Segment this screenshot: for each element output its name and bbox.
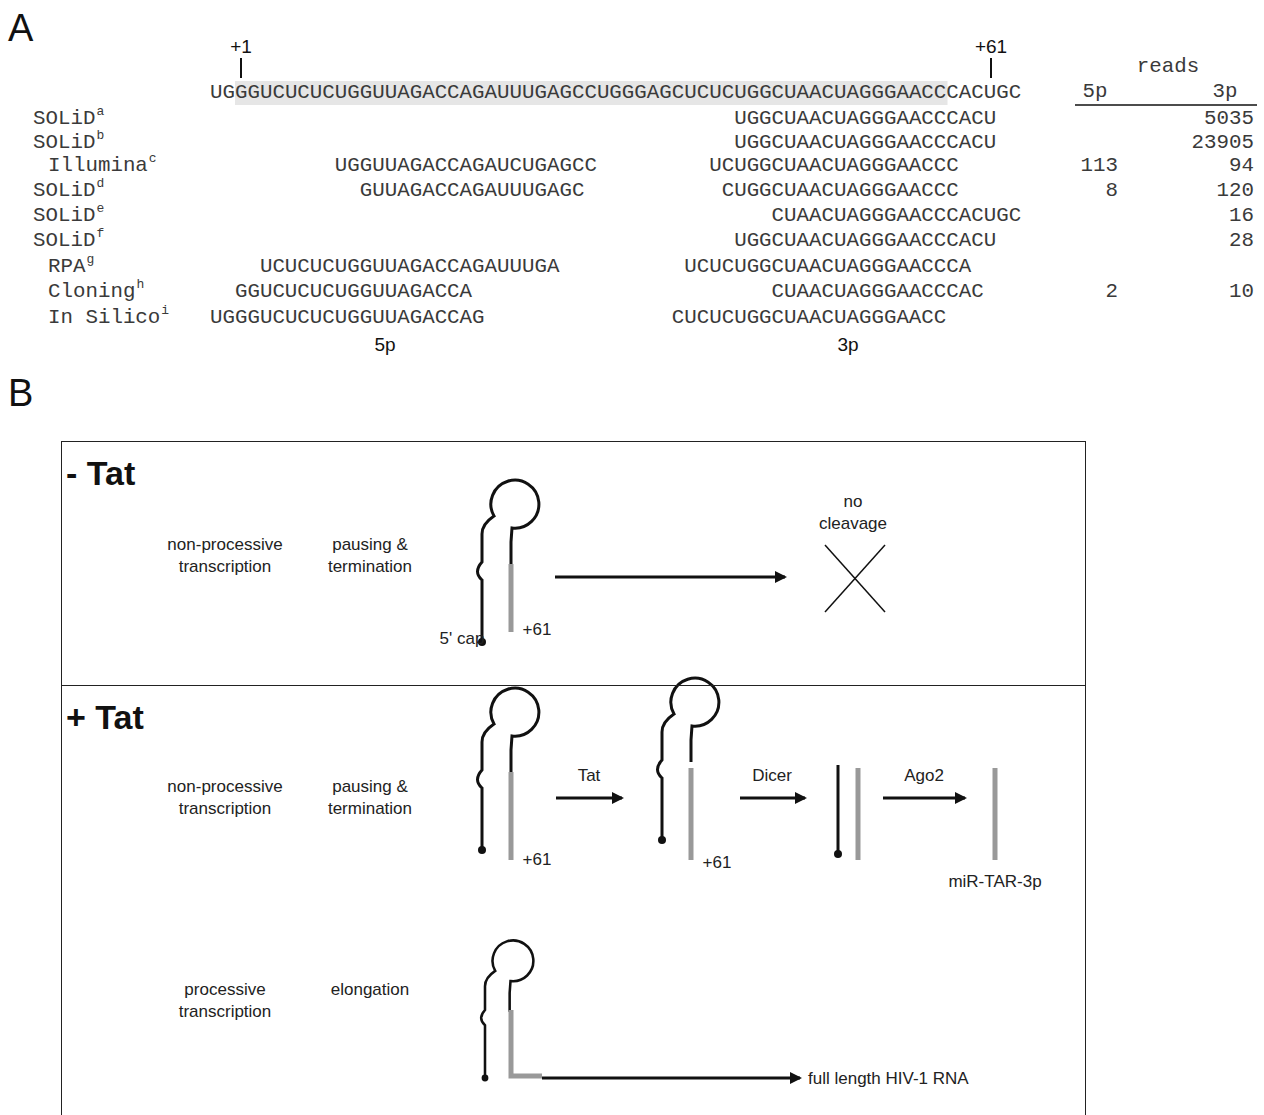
footnote-mark: c xyxy=(149,152,157,166)
read-sequence: UGGCUAACUAGGGAACCCACU xyxy=(734,131,996,155)
position-marker: +1 xyxy=(230,36,252,58)
read-count: 10 xyxy=(1229,280,1254,304)
step-label: pausing & termination xyxy=(315,776,425,820)
row-name: SOLiD xyxy=(33,131,95,155)
position-marker: +61 xyxy=(975,36,1007,58)
read-sequence: UCUGGCUAACUAGGGAACCC xyxy=(709,154,959,178)
read-sequence: GGUCUCUCUGGUUAGACCA xyxy=(235,280,472,304)
row-name: Illumina xyxy=(48,154,148,178)
arrow xyxy=(556,797,622,800)
footnote-mark: e xyxy=(96,202,104,216)
read-count: 94 xyxy=(1229,154,1254,178)
footnote-mark: i xyxy=(161,304,169,318)
read-sequence: UCUCUCUGGUUAGACCAGAUUUGA xyxy=(260,255,560,279)
hairpin xyxy=(481,940,533,1081)
read-count: 120 xyxy=(1217,179,1254,203)
arrow xyxy=(883,797,965,800)
arrow-label: Tat xyxy=(578,765,601,787)
step-label: non-processive transcription xyxy=(150,534,300,578)
product-label: full length HIV-1 RNA xyxy=(808,1068,969,1090)
panel-box: + Tat xyxy=(61,685,1086,1115)
arrow xyxy=(555,576,785,579)
black-strand xyxy=(837,765,840,852)
row-name: RPA xyxy=(48,255,85,279)
read-sequence: CUCUCUGGCUAACUAGGGAACC xyxy=(672,306,947,330)
column-header: 5p xyxy=(1083,80,1108,104)
read-sequence: CUGGCUAACUAGGGAACCC xyxy=(722,179,959,203)
position-label: +61 xyxy=(703,852,732,874)
step-label: pausing & termination xyxy=(315,534,425,578)
row-name: In Silico xyxy=(48,306,160,330)
footnote-mark: f xyxy=(96,227,104,241)
read-count: 2 xyxy=(1106,280,1118,304)
grey-strand xyxy=(856,768,861,860)
arm-label: 5p xyxy=(374,334,395,356)
read-sequence: CUAACUAGGGAACCCACUGC xyxy=(772,204,1022,228)
footnote-mark: h xyxy=(136,278,144,292)
cap-dot xyxy=(834,850,842,858)
row-name: SOLiD xyxy=(33,107,95,131)
cross xyxy=(825,545,885,612)
header-rule xyxy=(1075,104,1257,106)
position-label: +61 xyxy=(523,849,552,871)
read-sequence: UGGCUAACUAGGGAACCCACU xyxy=(734,107,996,131)
read-count: 5035 xyxy=(1204,107,1254,131)
column-header: 3p xyxy=(1213,80,1238,104)
footnote-mark: d xyxy=(96,177,104,191)
arrow xyxy=(542,1077,800,1080)
panel-heading: - Tat xyxy=(66,454,135,493)
read-sequence: UGGGUCUCUCUGGUUAGACCAG xyxy=(210,306,485,330)
read-count: 23905 xyxy=(1192,131,1254,155)
hairpin xyxy=(478,688,539,854)
cross xyxy=(825,545,885,612)
arrow-label: Ago2 xyxy=(904,765,944,787)
grey-strand xyxy=(689,768,694,860)
reference-sequence: UGGGUCUCUCUGGUUAGACCAGAUUUGAGCCUGGGAGCUC… xyxy=(210,81,1021,105)
step-label: non-processive transcription xyxy=(150,776,300,820)
row-name: SOLiD xyxy=(33,179,95,203)
step-label: elongation xyxy=(331,979,409,1001)
outcome-label: no cleavage xyxy=(813,491,893,535)
hairpin xyxy=(658,678,719,844)
read-sequence: UGGCUAACUAGGGAACCCACU xyxy=(734,229,996,253)
arrow-label: Dicer xyxy=(752,765,792,787)
arrow xyxy=(740,797,805,800)
cap-label: 5' cap xyxy=(440,628,485,650)
row-name: SOLiD xyxy=(33,204,95,228)
panel-letter: B xyxy=(8,372,33,415)
footnote-mark: a xyxy=(96,105,104,119)
grey-strand xyxy=(509,772,514,860)
step-label: processive transcription xyxy=(150,979,300,1023)
position-tick xyxy=(990,58,992,78)
read-sequence: UGGUUAGACCAGAUCUGAGCC xyxy=(335,154,597,178)
read-count: 16 xyxy=(1229,204,1254,228)
footnote-mark: b xyxy=(96,129,104,143)
read-count: 113 xyxy=(1081,154,1118,178)
grey-strand xyxy=(511,1010,542,1076)
row-name: SOLiD xyxy=(33,229,95,253)
read-sequence: GUUAGACCAGAUUUGAGC xyxy=(360,179,585,203)
footnote-mark: g xyxy=(86,253,94,267)
grey-strand xyxy=(993,768,998,860)
row-name: Cloning xyxy=(48,280,135,304)
read-sequence: UCUCUGGCUAACUAGGGAACCCA xyxy=(684,255,971,279)
read-sequence: CUAACUAGGGAACCCAC xyxy=(772,280,984,304)
read-count: 8 xyxy=(1106,179,1118,203)
position-label: +61 xyxy=(523,619,552,641)
column-header: reads xyxy=(1137,55,1199,79)
read-count: 28 xyxy=(1229,229,1254,253)
position-tick xyxy=(240,58,242,78)
grey-strand xyxy=(509,564,514,632)
panel-heading: + Tat xyxy=(66,698,144,737)
arm-label: 3p xyxy=(837,334,858,356)
panel-letter: A xyxy=(8,7,33,50)
product-label: miR-TAR-3p xyxy=(948,871,1041,893)
